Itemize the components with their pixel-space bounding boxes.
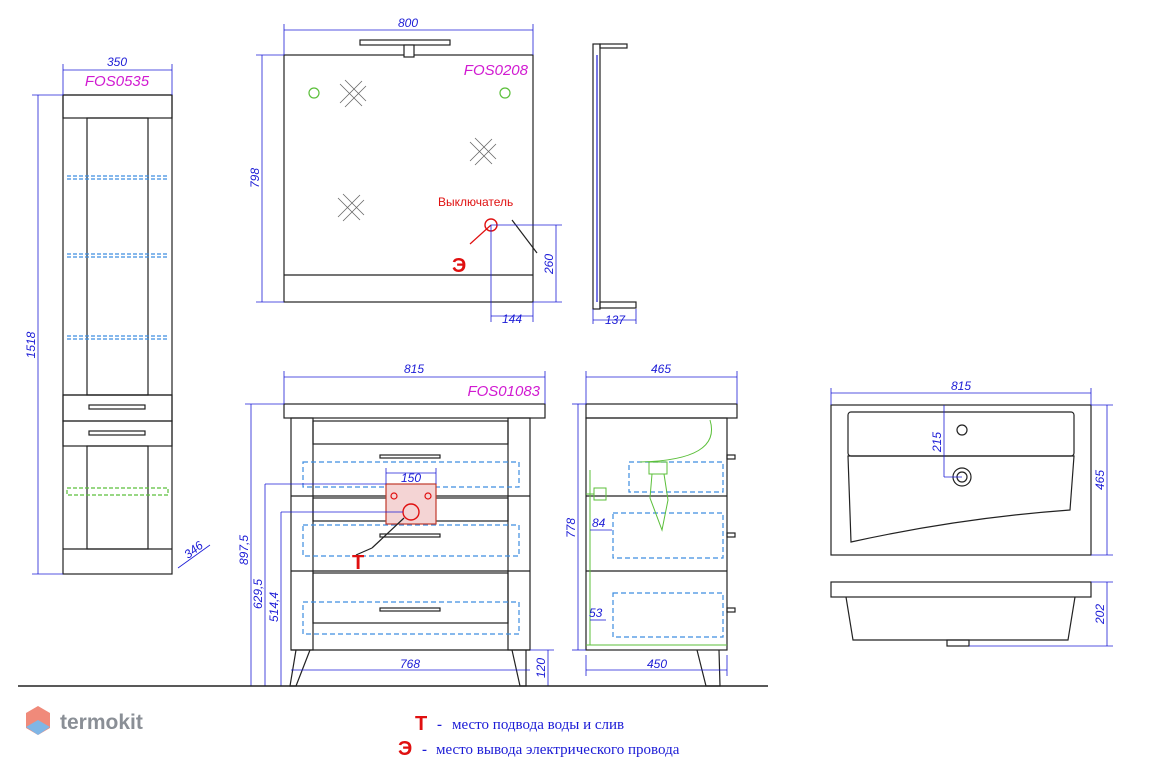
side-depth-bottom-label: 450 bbox=[647, 657, 667, 671]
sink-height-label: 202 bbox=[1093, 604, 1107, 625]
brand-logo: termokit bbox=[26, 706, 143, 735]
sink-top-view bbox=[830, 404, 1092, 556]
vanity-dimensions bbox=[245, 371, 554, 686]
side-body-height-label: 778 bbox=[564, 518, 578, 538]
side-depth-label: 465 bbox=[651, 362, 671, 376]
legend-mark-t: Т bbox=[415, 713, 427, 735]
sink-side-dimensions bbox=[969, 581, 1113, 647]
vanity-pipe-width-label: 150 bbox=[401, 471, 421, 485]
brand-name: termokit bbox=[60, 711, 143, 734]
water-marker-t: Т bbox=[352, 552, 364, 574]
sink-tap-offset-label: 215 bbox=[930, 432, 944, 453]
sink-top-dimensions bbox=[830, 388, 1113, 556]
legend-mark-e: Э bbox=[398, 738, 412, 760]
tall-cabinet-dimensions bbox=[32, 64, 211, 575]
legend-text-t: место подвода воды и слив bbox=[452, 717, 624, 733]
vanity-pipe-height-1-label: 629,5 bbox=[251, 579, 265, 609]
mirror-side-dimensions bbox=[592, 309, 637, 324]
legend-dash-t: - bbox=[437, 717, 442, 733]
sink-width-label: 815 bbox=[951, 379, 971, 393]
mirror-height-label: 798 bbox=[248, 168, 262, 188]
vanity-inner-width-label: 768 bbox=[400, 657, 420, 671]
legend: Т - место подвода воды и слив Э - место … bbox=[398, 713, 680, 760]
mirror-width-label: 800 bbox=[398, 16, 418, 30]
vanity-height-label: 897,5 bbox=[237, 535, 251, 565]
mirror-depth-label: 137 bbox=[605, 313, 626, 327]
tall-depth-label: 346 bbox=[181, 538, 206, 562]
switch-label: Выключатель bbox=[438, 195, 513, 209]
vanity-front-view bbox=[283, 403, 546, 687]
electric-marker-e: Э bbox=[452, 255, 466, 277]
vanity-side-dimensions bbox=[572, 371, 738, 676]
legend-text-e: место вывода электрического провода bbox=[436, 742, 680, 758]
vanity-side-view bbox=[585, 403, 738, 687]
tall-height-label: 1518 bbox=[24, 331, 38, 358]
mirror-front-view bbox=[283, 39, 538, 303]
side-dim-53-label: 53 bbox=[589, 606, 603, 620]
vanity-model-label: FOS01083 bbox=[467, 383, 540, 400]
mirror-switch-height-label: 260 bbox=[542, 254, 556, 275]
sink-depth-label: 465 bbox=[1093, 470, 1107, 490]
tall-width-label: 350 bbox=[107, 55, 127, 69]
vanity-width-label: 815 bbox=[404, 362, 424, 376]
mirror-switch-offset-label: 144 bbox=[502, 312, 522, 326]
vanity-legs-label: 120 bbox=[534, 658, 548, 678]
side-dim-84-label: 84 bbox=[592, 516, 606, 530]
sink-side-view bbox=[830, 581, 1092, 647]
mirror-dimensions bbox=[256, 24, 562, 322]
mirror-model-label: FOS0208 bbox=[464, 62, 529, 79]
legend-dash-e: - bbox=[422, 742, 427, 758]
mirror-side-view bbox=[592, 43, 637, 310]
tall-cabinet-front-view bbox=[62, 94, 173, 575]
tall-model-label: FOS0535 bbox=[85, 73, 150, 90]
vanity-pipe-height-2-label: 514,4 bbox=[267, 592, 281, 622]
